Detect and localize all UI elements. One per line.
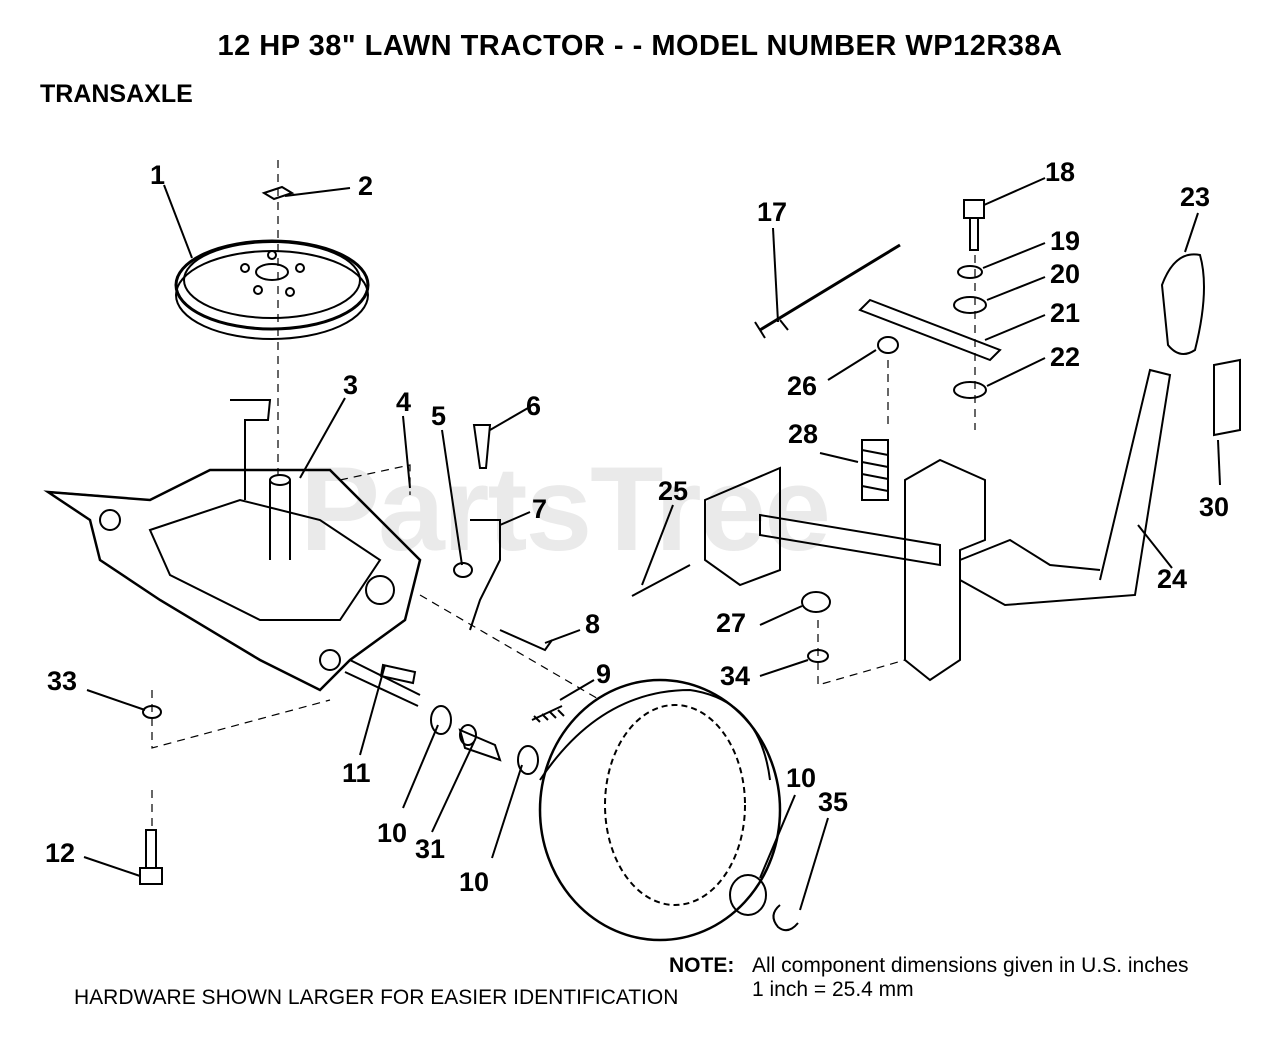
- callout-25: 25: [658, 476, 688, 506]
- callout-9: 9: [596, 659, 611, 689]
- callout-22: 22: [1050, 342, 1080, 372]
- callout-26: 26: [787, 371, 817, 401]
- shoulder-bolt: [499, 629, 553, 652]
- note-conversion: 1 inch = 25.4 mm: [752, 978, 914, 1001]
- note-text: All component dimensions given in U.S. i…: [752, 954, 1189, 977]
- shift-lever: [959, 368, 1172, 607]
- callout-31: 31: [415, 834, 445, 864]
- leader-lines: [83, 177, 1221, 911]
- note-label: NOTE:: [669, 954, 735, 977]
- callout-10: 10: [786, 763, 816, 793]
- section-title: TRANSAXLE: [40, 80, 193, 108]
- transaxle-housing: [43, 399, 422, 692]
- callout-20: 20: [1050, 259, 1080, 289]
- callout-labels: 1 2 3 4 5 6 7 8 9 11 10 31 10 12 33 17 1…: [45, 157, 1229, 897]
- hardware-note: HARDWARE SHOWN LARGER FOR EASIER IDENTIF…: [74, 986, 679, 1009]
- callout-10: 10: [459, 867, 489, 897]
- callout-5: 5: [431, 401, 446, 431]
- hex-bolt: [963, 199, 985, 251]
- watermark: PartsTree: [300, 442, 831, 576]
- callout-6: 6: [526, 391, 541, 421]
- callout-10: 10: [377, 818, 407, 848]
- spacer: [801, 591, 831, 613]
- shift-bracket: [704, 458, 1101, 682]
- flat-washer: [953, 296, 987, 314]
- tension-spring: [861, 439, 889, 501]
- spacer-nut: [877, 336, 899, 354]
- callout-3: 3: [343, 370, 358, 400]
- lock-washer: [957, 265, 983, 279]
- callout-2: 2: [358, 171, 373, 201]
- callout-27: 27: [716, 608, 746, 638]
- callout-8: 8: [585, 609, 600, 639]
- cotter-pin: [631, 564, 691, 597]
- spacer-tube: [458, 724, 502, 762]
- control-plate: [858, 298, 1002, 362]
- callout-17: 17: [757, 197, 787, 227]
- pulley: [174, 239, 370, 340]
- axle-key: [379, 663, 417, 685]
- callout-33: 33: [47, 666, 77, 696]
- lever-knob: [1160, 253, 1205, 355]
- page-title: 12 HP 38" LAWN TRACTOR - - MODEL NUMBER …: [217, 30, 1063, 62]
- callout-23: 23: [1180, 182, 1210, 212]
- callout-19: 19: [1050, 226, 1080, 256]
- callout-11: 11: [342, 758, 371, 788]
- bracket: [469, 519, 501, 631]
- callout-4: 4: [396, 387, 411, 417]
- callout-21: 21: [1050, 298, 1080, 328]
- assembly-lines: [151, 160, 976, 830]
- washer: [517, 745, 539, 775]
- callout-30: 30: [1199, 492, 1229, 522]
- callout-28: 28: [788, 419, 818, 449]
- washer: [729, 874, 767, 916]
- callout-24: 24: [1157, 564, 1187, 594]
- bolt: [139, 829, 163, 885]
- carriage-bolt: [472, 424, 492, 469]
- nut: [453, 562, 473, 578]
- callout-7: 7: [532, 494, 547, 524]
- control-rod: [759, 243, 901, 332]
- key-part: [261, 185, 295, 201]
- rear-tire: [538, 678, 782, 942]
- callout-34: 34: [720, 661, 750, 691]
- spring: [531, 705, 565, 723]
- flat-washer: [953, 381, 987, 399]
- decal-plate: [1213, 358, 1241, 437]
- washer: [430, 705, 452, 735]
- callout-12: 12: [45, 838, 75, 868]
- e-ring: [772, 904, 799, 932]
- callout-18: 18: [1045, 157, 1075, 187]
- callout-35: 35: [818, 787, 848, 817]
- callout-1: 1: [150, 160, 165, 190]
